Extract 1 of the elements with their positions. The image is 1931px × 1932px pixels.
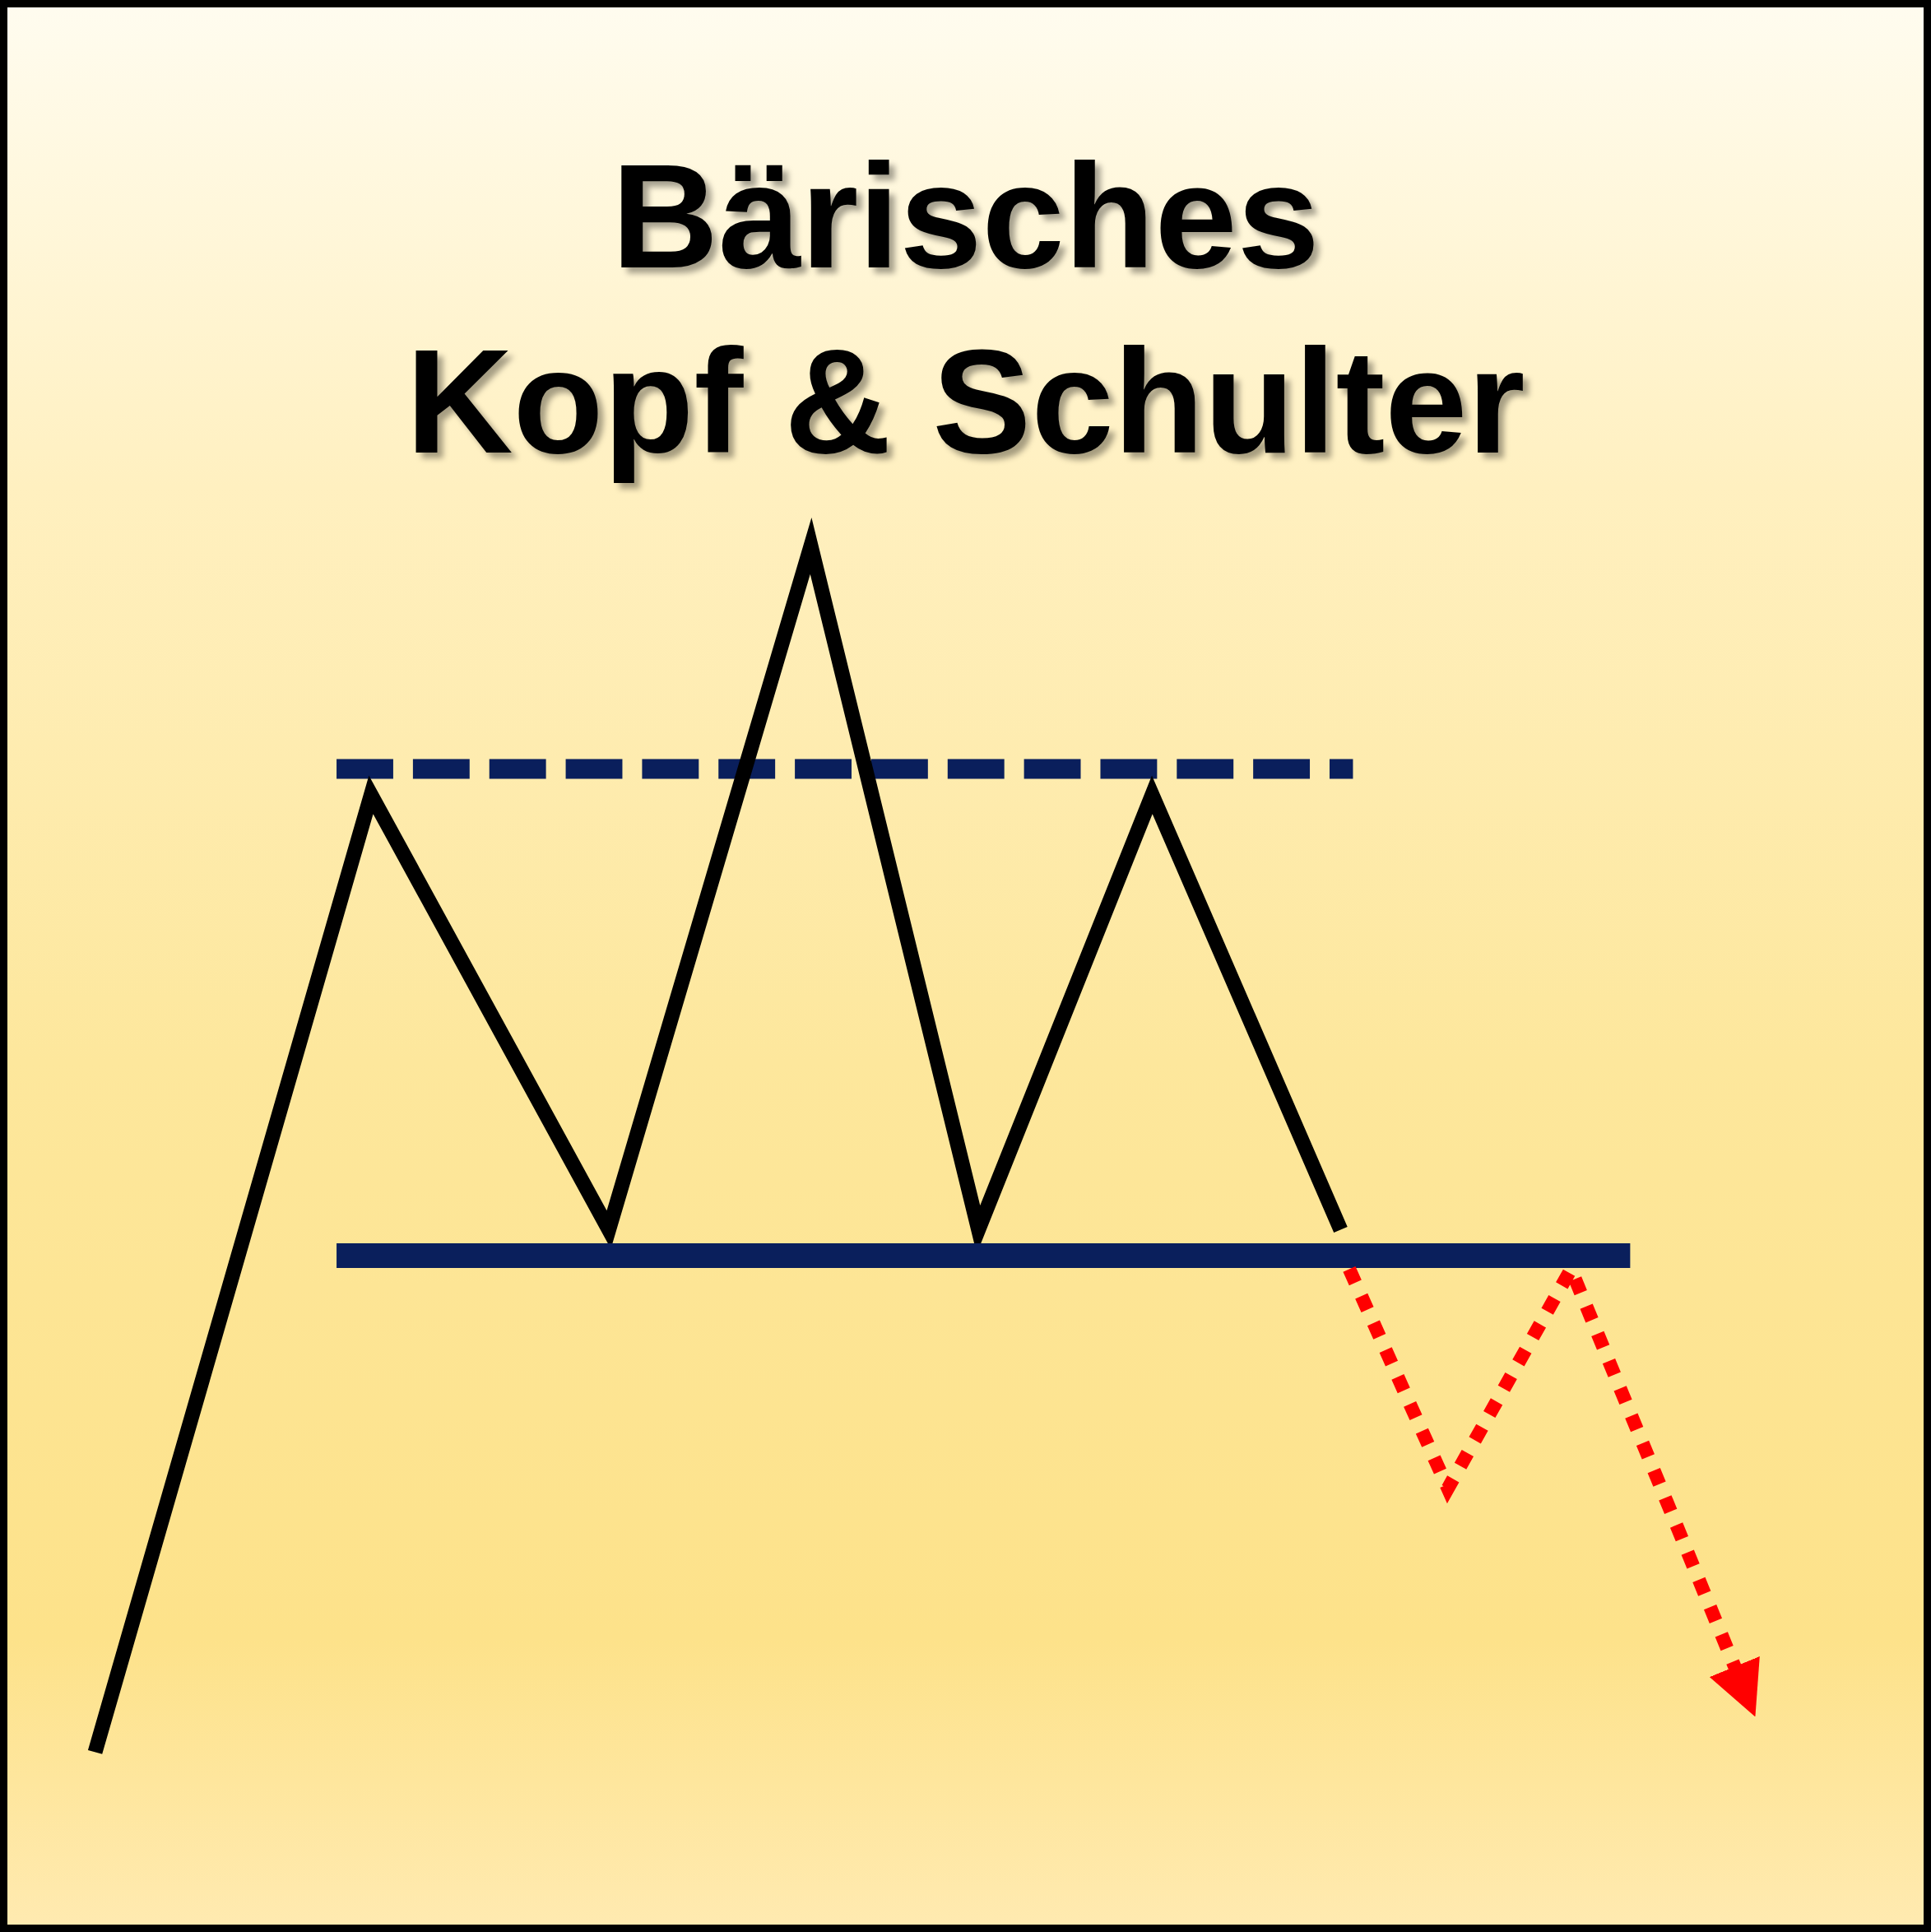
title: Bärisches Kopf & Schulter <box>405 132 1526 485</box>
